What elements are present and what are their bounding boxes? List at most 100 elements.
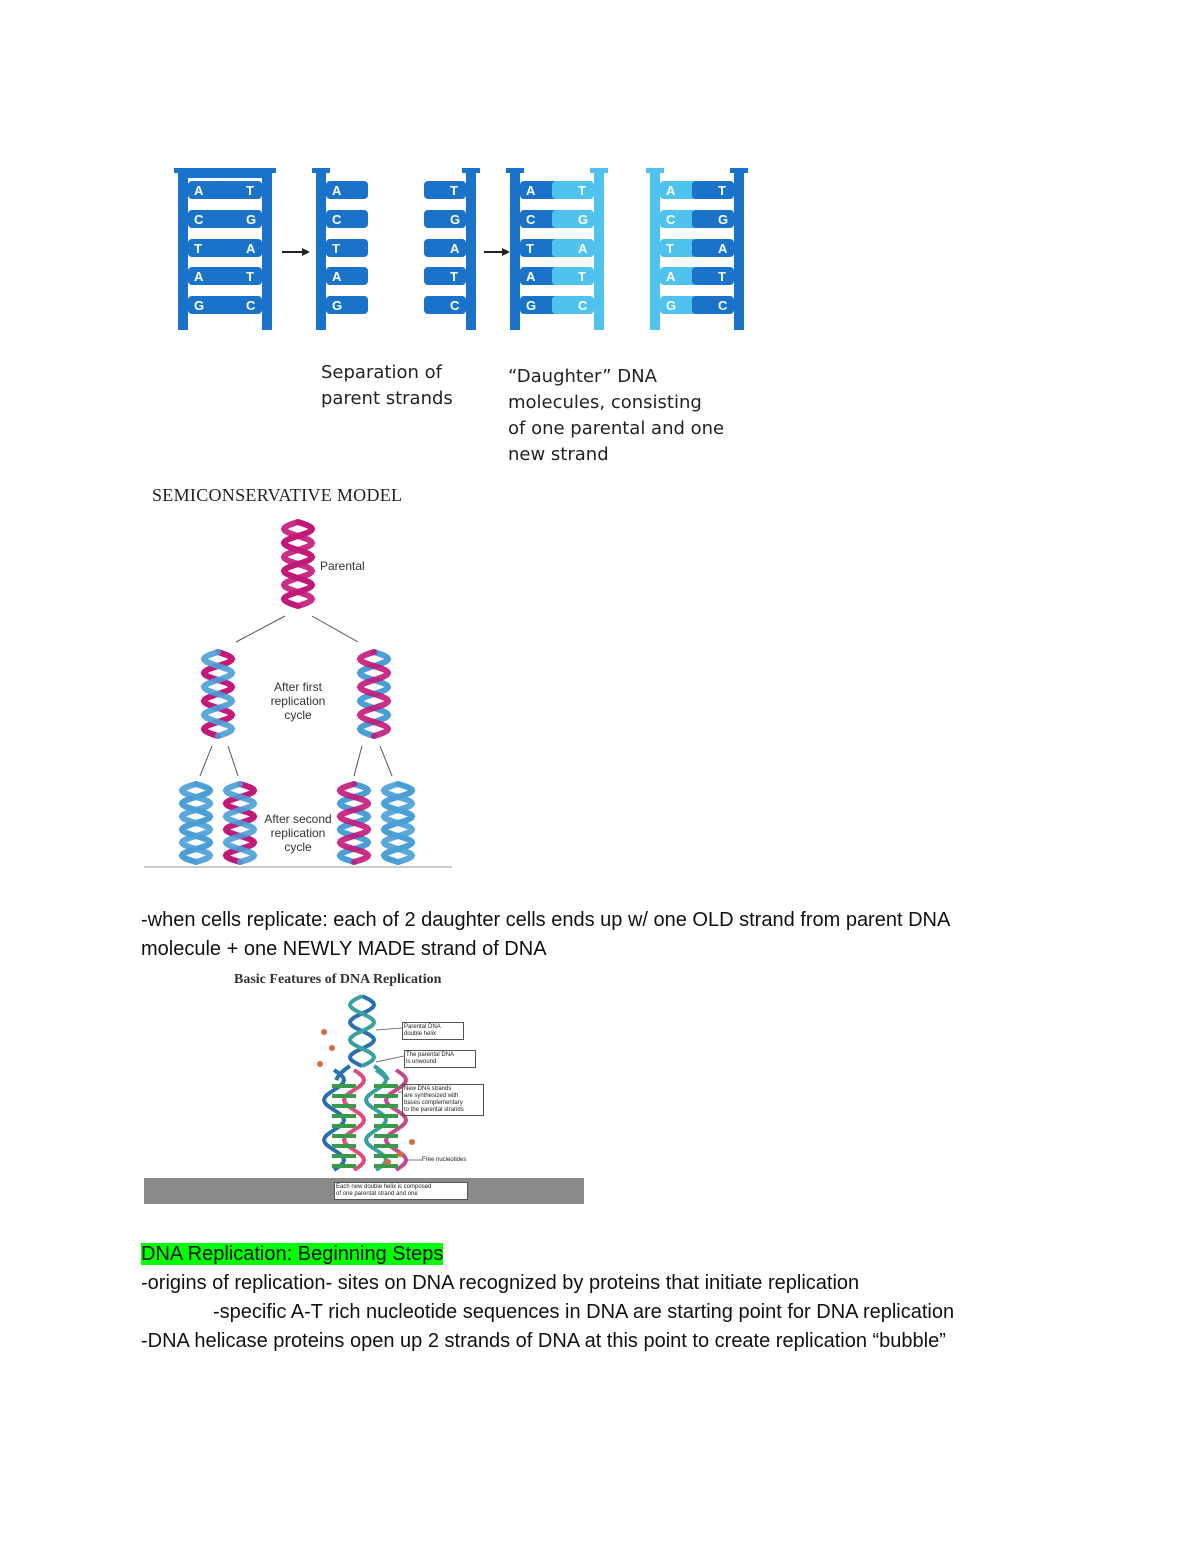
- paragraph-daughter-cells: -when cells replicate: each of 2 daughte…: [141, 906, 950, 964]
- base-pair-rung: [332, 1114, 356, 1118]
- base-letter: T: [718, 183, 726, 198]
- base-letter: A: [526, 183, 536, 198]
- base-letter: C: [194, 212, 204, 227]
- base-block: [424, 210, 466, 228]
- base-pair-rung: [332, 1164, 356, 1168]
- base-block: [552, 210, 594, 228]
- base-block: [520, 296, 562, 314]
- daughter-caption: “Daughter” DNA molecules, consisting of …: [508, 364, 724, 468]
- base-letter: A: [450, 241, 460, 256]
- label-first-cycle: After first replication cycle: [258, 680, 338, 722]
- base-block: [660, 267, 702, 285]
- base-letter: T: [246, 183, 254, 198]
- paragraph-line: molecule + one NEWLY MADE strand of DNA: [141, 938, 547, 960]
- base-block: [660, 296, 702, 314]
- base-block: [692, 181, 734, 199]
- base-block: [424, 181, 466, 199]
- strand-backbone: [262, 168, 272, 330]
- base-block: [660, 239, 702, 257]
- base-pair-rung: [332, 1154, 356, 1158]
- base-block: [188, 181, 230, 199]
- base-block: [692, 267, 734, 285]
- base-letter: A: [578, 241, 588, 256]
- helix-strand: [336, 781, 372, 865]
- strand-cap: [646, 168, 664, 173]
- arrow-head: [502, 248, 510, 256]
- base-letter: C: [718, 298, 728, 313]
- base-letter: C: [578, 298, 588, 313]
- base-letter: G: [450, 212, 460, 227]
- callout-4-text: Each new double helix is composed: [336, 1184, 432, 1190]
- callout-3: New DNA strands are synthesized with bas…: [402, 1084, 484, 1116]
- base-letter: A: [246, 241, 256, 256]
- base-letter: A: [194, 269, 204, 284]
- base-block: [424, 239, 466, 257]
- base-block: [520, 239, 562, 257]
- helix-strand: [178, 781, 214, 865]
- separation-caption: Separation of parent strands: [321, 360, 453, 412]
- base-letter: C: [450, 298, 460, 313]
- base-letter: T: [718, 269, 726, 284]
- base-letter: G: [332, 298, 342, 313]
- helix-strand: [200, 649, 236, 739]
- base-block: [692, 210, 734, 228]
- base-block: [220, 210, 262, 228]
- base-letter: T: [526, 241, 534, 256]
- base-letter: C: [332, 212, 342, 227]
- base-pair-rung: [374, 1134, 398, 1138]
- base-block: [424, 296, 466, 314]
- label-second-line: After second: [264, 812, 332, 826]
- section-heading-highlight: DNA Replication: Beginning Steps: [141, 1243, 444, 1265]
- base-letter: G: [194, 298, 204, 313]
- base-block: [552, 296, 594, 314]
- helix-strand: [222, 781, 258, 865]
- callout-2: The parental DNA is unwound: [404, 1050, 476, 1068]
- base-block: [326, 181, 368, 199]
- base-letter: A: [666, 269, 676, 284]
- base-block: [520, 181, 562, 199]
- strand-cap: [506, 168, 524, 173]
- callout-3-text: New DNA strands: [404, 1086, 452, 1092]
- base-letter: T: [450, 269, 458, 284]
- strand-backbone: [734, 168, 744, 330]
- strand-backbone: [510, 168, 520, 330]
- strand-cap: [730, 168, 748, 173]
- callout-1-text: Parental DNA: [404, 1024, 441, 1030]
- strand-backbone: [594, 168, 604, 330]
- daughter-caption-line: of one parental and one: [508, 418, 725, 439]
- base-block: [326, 296, 368, 314]
- label-first-line: cycle: [284, 708, 312, 722]
- callout-3-text: to the parental strands: [404, 1107, 464, 1113]
- base-letter: C: [526, 212, 536, 227]
- strand-backbone: [650, 168, 660, 330]
- base-block: [326, 239, 368, 257]
- helix-strand: [347, 994, 377, 1068]
- section-line: -specific A-T rich nucleotide sequences …: [213, 1301, 955, 1323]
- base-letter: G: [246, 212, 256, 227]
- base-letter: A: [332, 269, 342, 284]
- daughter-caption-line: “Daughter” DNA: [508, 366, 657, 387]
- callout-1: Parental DNA double helix: [402, 1022, 464, 1040]
- base-block: [692, 296, 734, 314]
- callout-leader: [375, 1027, 403, 1031]
- free-nucleotide: [397, 1151, 403, 1157]
- arrow-line: [199, 745, 213, 777]
- base-pair-rung: [374, 1114, 398, 1118]
- basic-features-title: Basic Features of DNA Replication: [234, 972, 442, 987]
- callout-free-nucleotides: Free nucleotides: [422, 1157, 467, 1163]
- strand-backbone: [316, 168, 326, 330]
- separation-caption-line: Separation of: [321, 362, 442, 383]
- helix-strand: [356, 649, 392, 739]
- section-heading: DNA Replication: Beginning Steps: [141, 1240, 954, 1269]
- base-block: [220, 267, 262, 285]
- base-pair-rung: [374, 1164, 398, 1168]
- base-pair-rung: [332, 1104, 356, 1108]
- label-first-line: replication: [270, 694, 326, 708]
- daughter-caption-line: new strand: [508, 444, 609, 465]
- base-block: [220, 181, 262, 199]
- free-nucleotide: [321, 1029, 327, 1035]
- strand-backbone: [466, 168, 476, 330]
- label-second-line: cycle: [284, 840, 312, 854]
